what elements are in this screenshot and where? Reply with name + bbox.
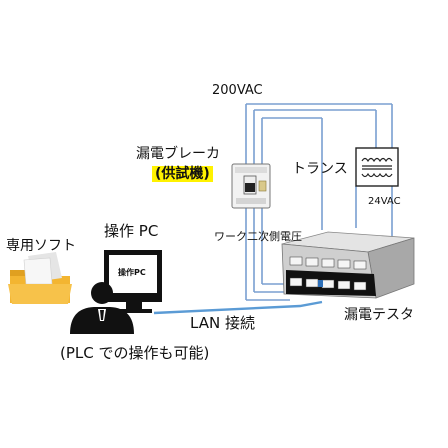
monitor-screen-text: 操作PC [118,268,146,277]
leak-tester-device [281,231,415,299]
monitor-icon [104,250,162,313]
transformer-output-label: 24VAC [368,196,401,207]
folder-icon [8,252,72,304]
breaker-sub-label: (供試機) [152,166,213,182]
person-icon [70,282,134,334]
plc-note-label: (PLC での操作も可能) [60,344,210,362]
dedicated-soft-label: 専用ソフト [6,238,76,254]
breaker-device [231,163,271,209]
lan-label: LAN 接続 [190,314,255,332]
voltage-ac-label: 200VAC [212,83,263,98]
work-secondary-label: ワーク二次側電圧 [214,230,302,243]
breaker-label: 漏電ブレーカ [136,146,220,162]
lan-cable [153,300,323,315]
operation-pc-label: 操作 PC [104,222,159,240]
transformer-symbol [355,147,399,187]
transformer-label: トランス [292,161,348,177]
leak-tester-label: 漏電テスタ [344,307,414,323]
